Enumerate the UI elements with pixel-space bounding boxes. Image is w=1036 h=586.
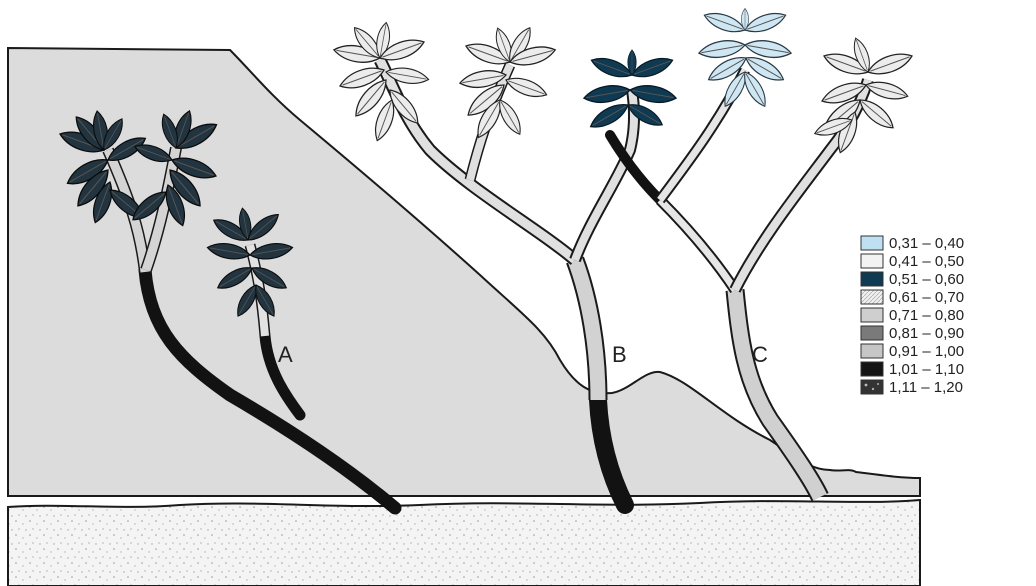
legend-label: 0,51 – 0,60 — [889, 271, 964, 288]
legend-label: 1,11 – 1,20 — [889, 379, 963, 396]
legend-item: 0,71 – 0,80 — [861, 307, 964, 324]
legend-label: 0,91 – 1,00 — [889, 343, 964, 360]
legend-label: 0,71 – 0,80 — [889, 307, 964, 324]
legend: 0,31 – 0,40 0,41 – 0,50 0,51 – 0,60 0,61… — [861, 235, 964, 396]
legend-label: 0,61 – 0,70 — [889, 289, 964, 306]
legend-label: 0,31 – 0,40 — [889, 235, 964, 252]
legend-item: 1,01 – 1,10 — [861, 361, 964, 378]
plant-b-label: B — [612, 342, 627, 367]
plant-c-leaf-cluster-left — [698, 8, 793, 109]
legend-item: 0,61 – 0,70 — [861, 289, 964, 306]
legend-swatch — [861, 254, 883, 268]
legend-label: 0,81 – 0,90 — [889, 325, 964, 342]
plant-a-label: A — [278, 342, 293, 367]
legend-swatch — [861, 326, 883, 340]
soil-ground — [8, 500, 920, 586]
legend-swatch — [861, 272, 883, 286]
legend-swatch — [861, 362, 883, 376]
legend-swatch — [861, 380, 883, 394]
legend-item: 1,11 – 1,20 — [861, 379, 963, 396]
legend-swatch — [861, 344, 883, 358]
plant-c-label: C — [752, 342, 768, 367]
plant-b-leaf-cluster-middle — [459, 24, 558, 141]
legend-item: 0,91 – 1,00 — [861, 343, 964, 360]
legend-swatch — [861, 308, 883, 322]
legend-item: 0,41 – 0,50 — [861, 253, 964, 270]
legend-item: 0,81 – 0,90 — [861, 325, 964, 342]
legend-label: 0,41 – 0,50 — [889, 253, 964, 270]
legend-swatch — [861, 290, 883, 304]
legend-item: 0,51 – 0,60 — [861, 271, 964, 288]
legend-swatch — [861, 236, 883, 250]
legend-item: 0,31 – 0,40 — [861, 235, 964, 252]
legend-label: 1,01 – 1,10 — [889, 361, 964, 378]
